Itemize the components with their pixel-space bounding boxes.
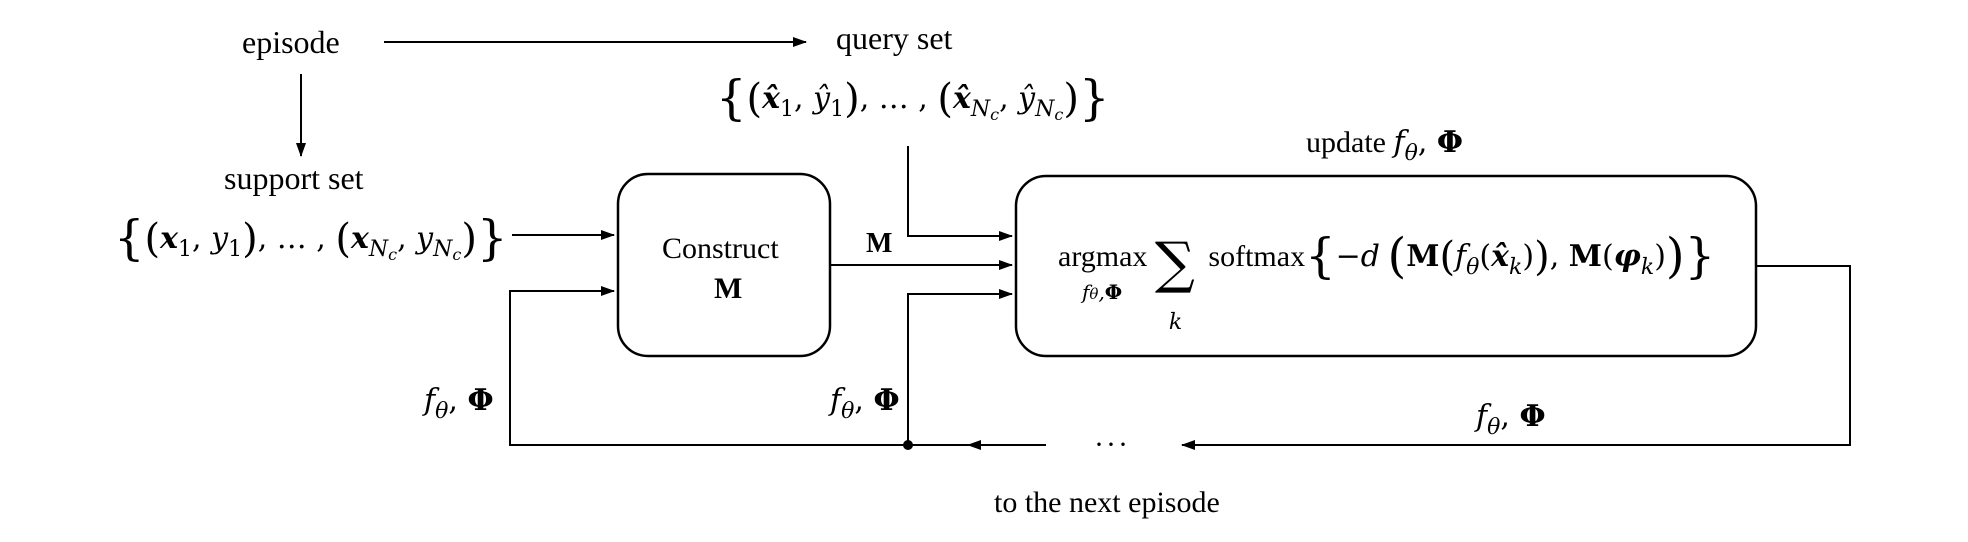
- support-set-expression: {(x1, y1), … , (xNc, yNc)}: [114, 210, 508, 266]
- episode-label: episode: [242, 24, 340, 60]
- ellipsis: ···: [1094, 428, 1130, 461]
- query-set-expression: {(x̂1, ŷ1), … , (x̂Nc, ŷNc)}: [716, 70, 1110, 126]
- support-set-label: support set: [224, 160, 364, 196]
- arrow-m-label: M: [866, 228, 893, 259]
- feedback-label-left: fθ, Φ: [424, 383, 494, 424]
- junction-dot: [903, 440, 913, 450]
- feedback-label-right: fθ, Φ: [1476, 399, 1546, 440]
- feedback-label-middle: fθ, Φ: [830, 383, 900, 424]
- construct-label: Construct: [662, 232, 779, 265]
- update-label: update fθ, Φ: [1306, 125, 1464, 166]
- query-to-objective-arrow: [907, 146, 1013, 241]
- query-set-label: query set: [836, 20, 953, 56]
- objective-output-arrow: [1181, 265, 1851, 450]
- next-episode-label: to the next episode: [994, 486, 1220, 519]
- construct-m-label: M: [714, 272, 743, 305]
- update-text: update: [1306, 126, 1386, 159]
- feedback-to-construct-arrow: [509, 286, 908, 446]
- feedback-to-objective-arrow: [907, 289, 1013, 445]
- construct-box: [616, 172, 832, 358]
